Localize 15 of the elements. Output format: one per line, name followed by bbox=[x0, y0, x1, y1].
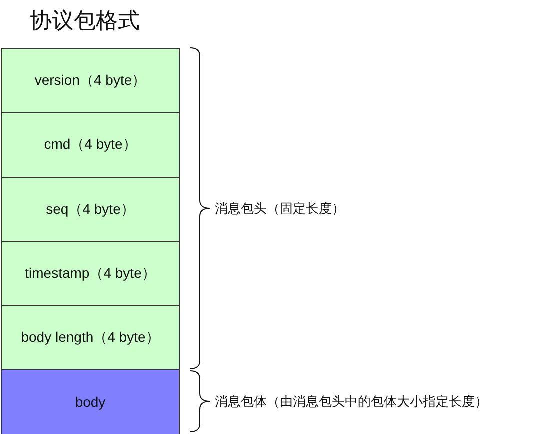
field-box bbox=[1, 112, 180, 178]
field-box bbox=[1, 241, 180, 306]
field-box bbox=[1, 305, 180, 370]
field-label: body bbox=[75, 394, 106, 410]
field-box bbox=[1, 369, 180, 434]
bracket-label: 消息包头（固定长度） bbox=[215, 200, 345, 218]
field-box bbox=[1, 48, 180, 113]
field-label: cmd（4 byte） bbox=[44, 136, 137, 154]
field-label: version（4 byte） bbox=[34, 72, 146, 90]
field-label: seq（4 byte） bbox=[46, 200, 135, 218]
diagram-title: 协议包格式 bbox=[30, 7, 140, 35]
bracket-label: 消息包体（由消息包头中的包体大小指定长度） bbox=[215, 392, 488, 410]
field-box bbox=[1, 177, 180, 242]
field-label: timestamp（4 byte） bbox=[25, 264, 156, 282]
field-label: body length（4 byte） bbox=[21, 328, 160, 346]
